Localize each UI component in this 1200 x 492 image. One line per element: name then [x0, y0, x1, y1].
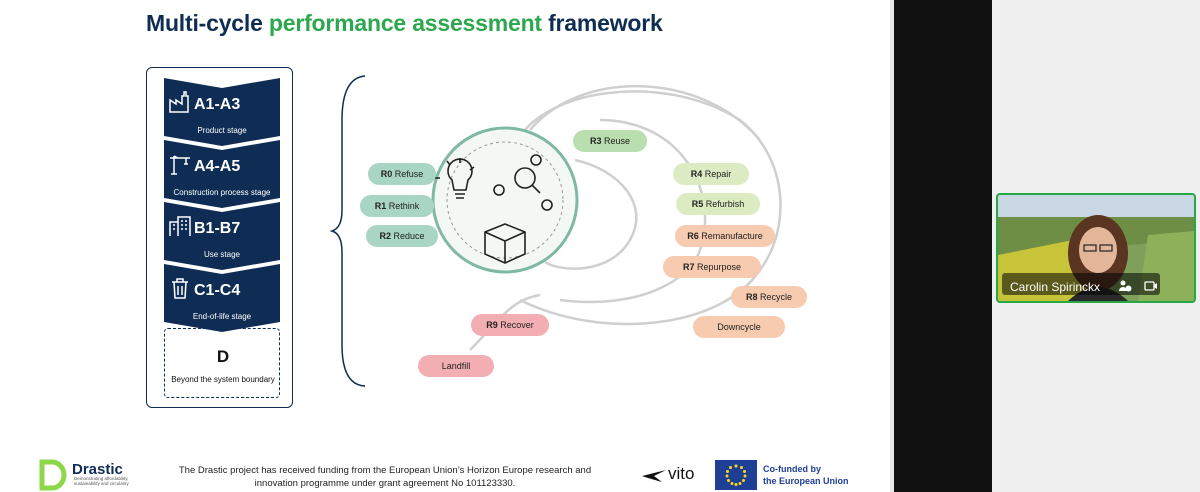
stage-caption: Use stage	[203, 250, 241, 259]
presentation-slide: Multi-cycle performance assessment frame…	[0, 0, 890, 492]
eu-cofunded-text: Co-funded by the European Union	[763, 463, 849, 487]
trash-icon	[172, 278, 188, 299]
title-part-3: framework	[548, 10, 663, 36]
funding-notice: The Drastic project has received funding…	[150, 464, 620, 490]
participant-video-tile[interactable]: Carolin Spirinckx	[996, 193, 1196, 303]
stage-b1-b7: B1-B7 Use stage	[164, 202, 280, 270]
dark-gap	[894, 0, 992, 492]
brace-icon	[329, 75, 366, 387]
mid-loop	[559, 118, 707, 304]
footer-brand: Drastic	[72, 461, 123, 478]
participant-status-icon	[1119, 280, 1132, 292]
participant-name: Carolin Spirinckx	[1010, 280, 1101, 294]
box-icon	[484, 223, 526, 264]
crane-icon	[170, 155, 190, 175]
pill-r5-refurbish: R5 Refurbish	[676, 193, 760, 215]
stage-a4-a5: A4-A5 Construction process stage	[164, 140, 280, 208]
title-part-2: performance assessment	[268, 10, 542, 36]
eu-line-2: the European Union	[763, 476, 849, 486]
pill-r7-repurpose: R7 Repurpose	[663, 256, 761, 278]
pill-r1-rethink: R1 Rethink	[360, 195, 434, 217]
pill-r8-recycle: R8 Recycle	[731, 286, 807, 308]
lightbulb-icon	[435, 158, 475, 199]
stage-code: D	[216, 347, 230, 366]
slide-divider	[890, 0, 894, 492]
pill-r0-refuse: R0 Refuse	[368, 163, 436, 185]
pill-r3-reuse: R3 Reuse	[573, 130, 647, 152]
lifecycle-stages-panel: A1-A3 Product stage A4-A5 Construction p…	[146, 67, 293, 408]
vito-logo-text: vito	[668, 464, 695, 483]
stage-c1-c4: C1-C4 End-of-life stage	[164, 264, 280, 332]
loop-arc	[529, 85, 761, 141]
landfill-arrow	[469, 293, 541, 351]
stage-a1-a3: A1-A3 Product stage	[164, 78, 280, 146]
stage-code: C1-C4	[194, 282, 241, 299]
pill-r6-remanufacture: R6 Remanufacture	[675, 225, 775, 247]
pill-r2-reduce: R2 Reduce	[366, 225, 438, 247]
outer-loop	[513, 90, 782, 326]
footer-tagline: Demonstrating affordability, sustainabil…	[74, 476, 129, 486]
magnifier-gear-icon	[493, 154, 553, 211]
drastic-logo-icon	[39, 459, 67, 491]
pill-landfill: Landfill	[418, 355, 494, 377]
camera-icon[interactable]	[1144, 279, 1158, 293]
stage-caption: Beyond the system boundary	[171, 375, 275, 384]
stage-code: A4-A5	[194, 158, 241, 175]
title-part-1: Multi-cycle	[146, 10, 263, 36]
funding-line-1: The Drastic project has received funding…	[178, 465, 592, 476]
stage-d-beyond: D Beyond the system boundary	[164, 328, 280, 398]
stage-caption: Construction process stage	[173, 188, 271, 197]
r-strategies-diagram	[329, 75, 782, 387]
pill-r9-recover: R9 Recover	[471, 314, 549, 336]
factory-icon	[169, 91, 189, 113]
pill-r4-repair: R4 Repair	[673, 163, 749, 185]
stage-caption: Product stage	[197, 126, 247, 135]
stage-caption: End-of-life stage	[192, 312, 252, 321]
inner-loop	[544, 158, 638, 270]
stage-code: B1-B7	[194, 220, 241, 237]
eu-line-1: Co-funded by	[763, 464, 821, 474]
vito-logo-icon	[642, 470, 666, 482]
eu-flag-icon	[715, 460, 757, 490]
pill-downcycle: Downcycle	[693, 316, 785, 338]
stage-code: A1-A3	[194, 96, 241, 113]
building-icon	[169, 216, 191, 236]
slide-title: Multi-cycle performance assessment frame…	[146, 10, 663, 37]
funding-line-2: innovation programme under grant agreeme…	[254, 478, 516, 489]
